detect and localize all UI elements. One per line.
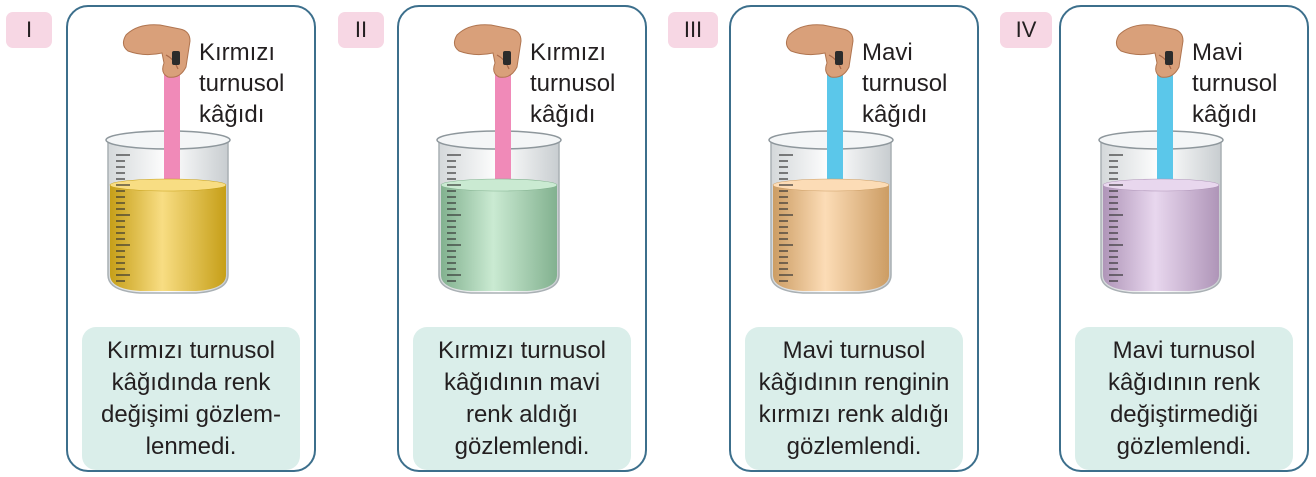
panel-experiment-iv: Mavi turnusol kâğıdı Mavi turnusol kâğıd… xyxy=(1059,5,1309,472)
label-i: I xyxy=(6,12,52,48)
label-iv: IV xyxy=(1000,12,1052,48)
beaker-illustration xyxy=(436,24,562,294)
label-ii: II xyxy=(338,12,384,48)
strip-label: Kırmızı turnusol kâğıdı xyxy=(530,39,616,128)
panel-experiment-i: Kırmızı turnusol kâğıdı Kırmızı turnusol… xyxy=(66,5,316,472)
panel-experiment-ii: Kırmızı turnusol kâğıdı Kırmızı turnusol… xyxy=(397,5,647,472)
observation-caption: Mavi turnusol kâğıdının renginin kırmızı… xyxy=(745,327,963,470)
hand-icon xyxy=(785,24,854,78)
liquid xyxy=(1102,178,1220,291)
liquid xyxy=(109,178,227,291)
observation-caption: Mavi turnusol kâğıdının renk değiştirmed… xyxy=(1075,327,1293,470)
litmus-strip xyxy=(495,69,511,179)
strip-label: Mavi turnusol kâğıdı xyxy=(1192,39,1278,128)
strip-label: Mavi turnusol kâğıdı xyxy=(862,39,948,128)
observation-caption: Kırmızı turnusol kâğıdının mavi renk ald… xyxy=(413,327,631,470)
hand-icon xyxy=(453,24,522,78)
liquid xyxy=(440,178,558,291)
litmus-strip xyxy=(827,69,843,179)
liquid xyxy=(772,178,890,291)
hand-icon xyxy=(122,24,191,78)
strip-label: Kırmızı turnusol kâğıdı xyxy=(199,39,285,128)
litmus-strip xyxy=(1157,69,1173,179)
beaker-illustration xyxy=(768,24,894,294)
hand-icon xyxy=(1115,24,1184,78)
observation-caption: Kırmızı turnusol kâğıdında renk değişimi… xyxy=(82,327,300,470)
beaker-illustration xyxy=(105,24,231,294)
litmus-strip xyxy=(164,69,180,179)
panel-experiment-iii: Mavi turnusol kâğıdı Mavi turnusol kâğıd… xyxy=(729,5,979,472)
beaker-illustration xyxy=(1098,24,1224,294)
label-iii: III xyxy=(668,12,718,48)
